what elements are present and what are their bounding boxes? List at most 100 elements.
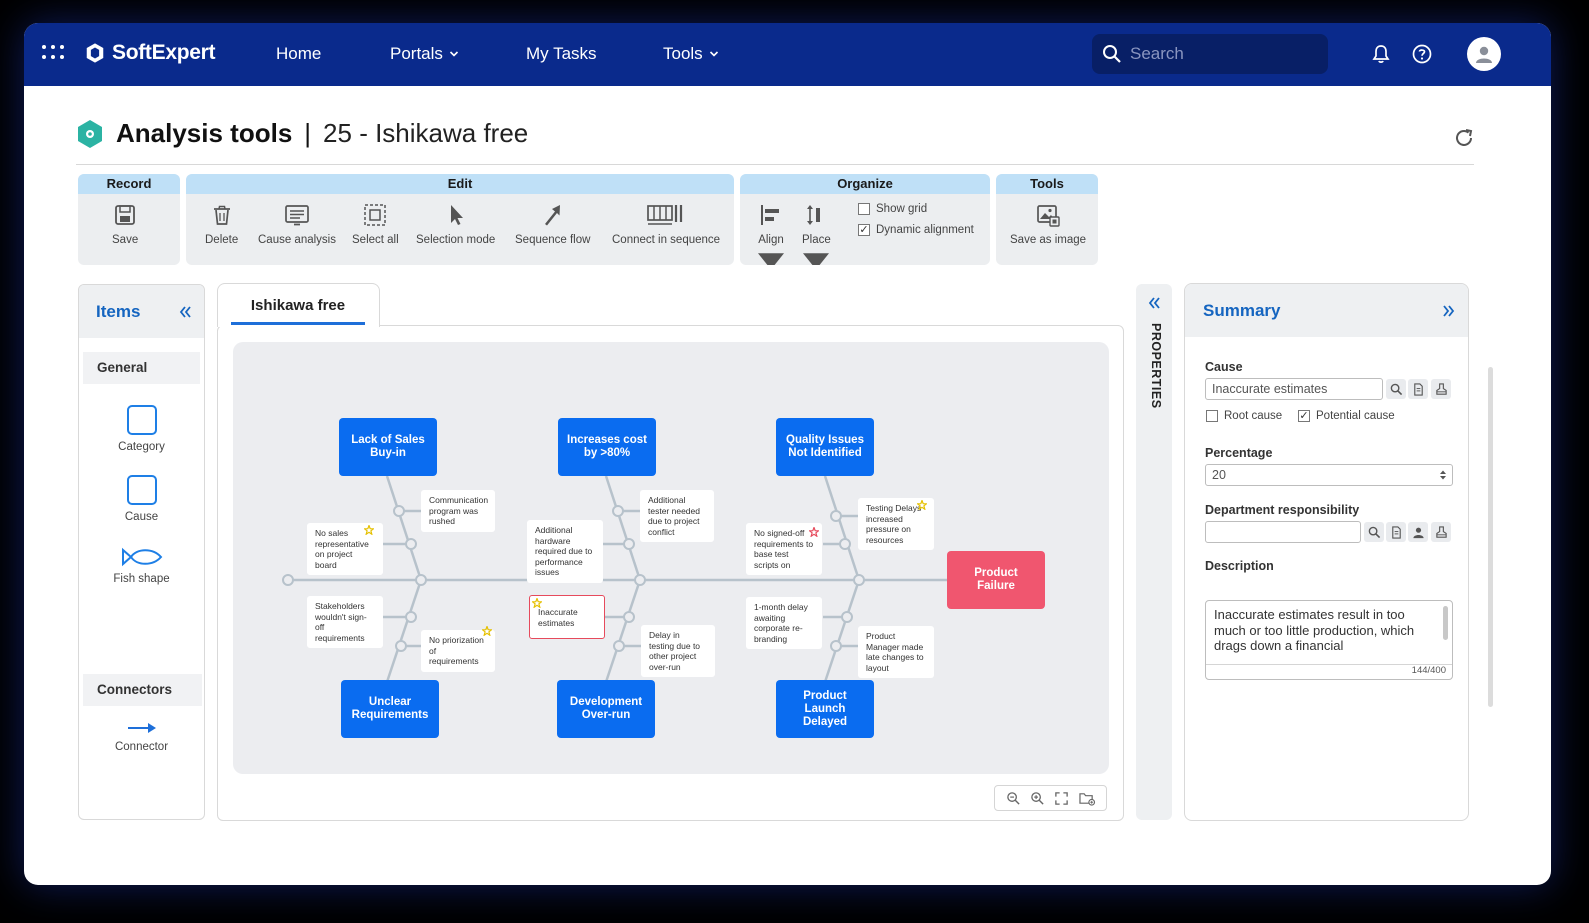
bell-icon[interactable]	[1370, 43, 1392, 65]
summary-scrollbar[interactable]	[1488, 367, 1493, 707]
fit-screen-icon[interactable]	[1054, 791, 1069, 806]
dynamic-alignment-checkbox[interactable]: ✓ Dynamic alignment	[858, 224, 974, 236]
connector-node	[830, 510, 842, 522]
department-search-button[interactable]	[1364, 522, 1384, 542]
ribbon-group-organize: Organize Align Place Show grid	[740, 174, 990, 265]
description-scrollbar[interactable]	[1443, 606, 1448, 640]
category-box-launch[interactable]: Product Launch Delayed	[776, 680, 874, 738]
nav-home-label: Home	[276, 44, 322, 63]
dynamic-alignment-box[interactable]: ✓	[858, 224, 870, 236]
place-button[interactable]: Place	[802, 202, 831, 265]
star-icon	[532, 598, 542, 608]
cause-note[interactable]: Communication program was rushed	[421, 490, 495, 532]
category-box-development[interactable]: Development Over-run	[557, 680, 655, 738]
category-tool[interactable]: Category	[79, 405, 204, 453]
cause-field-label: Cause	[1205, 360, 1243, 374]
nav-home[interactable]: Home	[276, 44, 321, 64]
ribbon-group-tools: Tools Save as image	[996, 174, 1098, 265]
cause-note[interactable]: No sales representative on project board	[307, 523, 383, 575]
show-grid-checkbox[interactable]: Show grid	[858, 203, 927, 215]
cause-analysis-button[interactable]: Cause analysis	[258, 202, 336, 246]
cause-note[interactable]: Additional hardware required due to perf…	[527, 520, 603, 583]
caret-down-icon	[758, 253, 784, 265]
collapse-left-icon[interactable]	[178, 305, 192, 319]
category-box-quality[interactable]: Quality Issues Not Identified	[776, 418, 874, 476]
save-as-image-button[interactable]: Save as image	[1010, 202, 1086, 246]
connector-node	[415, 574, 427, 586]
stepper-arrows-icon[interactable]	[1439, 469, 1447, 481]
tab-ishikawa-free[interactable]: Ishikawa free	[217, 283, 380, 327]
zoom-in-icon[interactable]	[1030, 791, 1045, 806]
cause-search-button[interactable]	[1386, 379, 1406, 399]
department-field-label: Department responsibility	[1205, 503, 1360, 517]
root-cause-checkbox[interactable]: Root cause	[1206, 410, 1282, 422]
root-cause-box[interactable]	[1206, 410, 1218, 422]
title-separator: |	[304, 118, 312, 148]
zoom-out-icon[interactable]	[1006, 791, 1021, 806]
ribbon-record-title: Record	[78, 174, 180, 194]
cause-text: Additional tester needed due to project …	[648, 495, 700, 537]
category-box-cost[interactable]: Increases cost by >80%	[558, 418, 656, 476]
cause-note[interactable]: Product Manager made late changes to lay…	[858, 626, 934, 678]
potential-cause-label: Potential cause	[1316, 410, 1395, 422]
align-left-icon	[761, 205, 779, 225]
connector-tool[interactable]: Connector	[79, 721, 204, 753]
effect-box-product-failure[interactable]: Product Failure	[947, 551, 1045, 609]
align-label: Align	[758, 234, 784, 246]
diagram-canvas[interactable]: Lack of Sales Buy-in Increases cost by >…	[233, 342, 1109, 774]
cause-field[interactable]: Inaccurate estimates	[1205, 378, 1383, 400]
cause-note[interactable]: No priorization of requirements	[421, 630, 495, 672]
user-avatar[interactable]	[1467, 37, 1501, 71]
select-all-button[interactable]: Select all	[352, 202, 399, 246]
percentage-stepper[interactable]: 20	[1205, 464, 1453, 486]
cause-text: Communication program was rushed	[429, 495, 489, 526]
selection-mode-button[interactable]: Selection mode	[416, 202, 495, 246]
refresh-icon[interactable]	[1453, 127, 1475, 149]
save-button[interactable]: Save	[112, 202, 138, 246]
collapse-right-icon[interactable]	[1442, 304, 1456, 318]
category-box-sales[interactable]: Lack of Sales Buy-in	[339, 418, 437, 476]
department-document-button[interactable]	[1386, 522, 1406, 542]
folder-add-icon[interactable]	[1078, 791, 1096, 806]
expand-left-icon[interactable]	[1147, 296, 1161, 310]
align-button[interactable]: Align	[758, 202, 784, 265]
help-icon[interactable]	[1411, 43, 1433, 65]
app-launcher-icon[interactable]	[42, 45, 64, 63]
search-icon	[1390, 383, 1402, 395]
potential-cause-box[interactable]: ✓	[1298, 410, 1310, 422]
sequence-flow-button[interactable]: Sequence flow	[515, 202, 590, 246]
cause-note[interactable]: 1-month delay awaiting corporate re-bran…	[746, 597, 822, 649]
connect-in-sequence-button[interactable]: Connect in sequence	[612, 202, 720, 246]
nav-portals[interactable]: Portals	[390, 44, 459, 64]
cause-note[interactable]: Stakeholders wouldn't sign-off requireme…	[307, 596, 383, 648]
cause-tool[interactable]: Cause	[79, 475, 204, 523]
items-panel: Items General Category Cause Fish shape …	[78, 284, 205, 820]
properties-panel-collapsed[interactable]	[1136, 284, 1172, 820]
effect-label: Product Failure	[974, 567, 1018, 592]
cause-note[interactable]: Testing Delays increased pressure on res…	[858, 498, 934, 550]
cause-note[interactable]: Delay in testing due to other project ov…	[641, 625, 715, 677]
delete-button[interactable]: Delete	[205, 202, 238, 246]
fish-shape-tool-label: Fish shape	[113, 573, 170, 585]
department-field[interactable]	[1205, 521, 1361, 543]
nav-tools[interactable]: Tools	[663, 44, 719, 64]
eraser-icon	[1435, 382, 1447, 395]
cause-note[interactable]: No signed-off requirements to base test …	[746, 523, 822, 575]
department-user-button[interactable]	[1408, 522, 1428, 542]
description-textarea[interactable]: Inaccurate estimates result in too much …	[1205, 600, 1453, 680]
department-clear-button[interactable]	[1431, 522, 1451, 542]
cause-shape-icon	[126, 475, 157, 505]
fish-shape-tool[interactable]: Fish shape	[79, 547, 204, 585]
nav-my-tasks[interactable]: My Tasks	[526, 44, 597, 64]
search-input[interactable]	[1130, 44, 1310, 64]
show-grid-box[interactable]	[858, 203, 870, 215]
cause-note[interactable]: Additional tester needed due to project …	[640, 490, 714, 542]
search-box[interactable]	[1092, 34, 1328, 74]
brand-logo[interactable]: SoftExpert	[84, 41, 215, 65]
connect-sequence-icon	[647, 205, 683, 225]
connector-node	[395, 640, 407, 652]
category-box-requirements[interactable]: Unclear Requirements	[341, 680, 439, 738]
potential-cause-checkbox[interactable]: ✓ Potential cause	[1298, 410, 1395, 422]
cause-clear-button[interactable]	[1431, 379, 1451, 399]
cause-document-button[interactable]	[1408, 379, 1428, 399]
